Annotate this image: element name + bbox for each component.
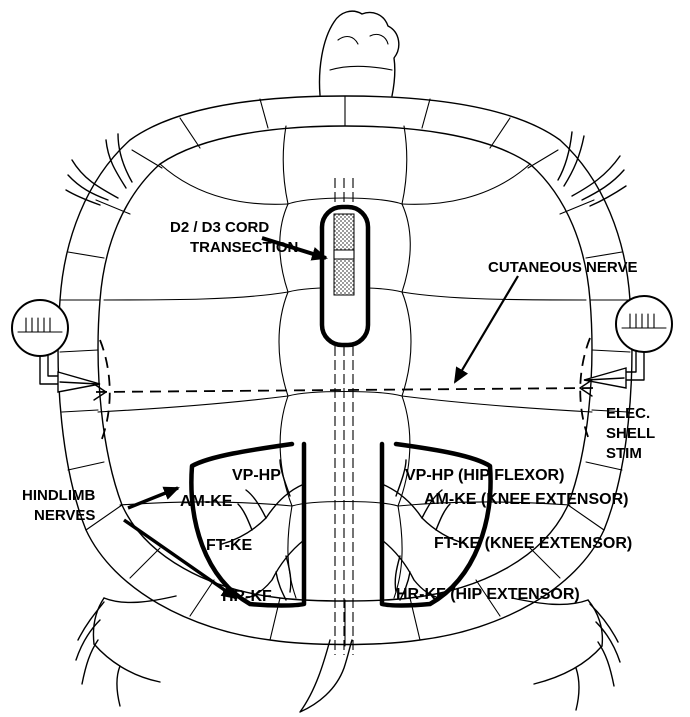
right-nerve-ft-ke: FT-KE (KNEE EXTENSOR) [434,535,632,552]
left-hindlimb [76,596,176,706]
shell-stim-label-line1: ELEC. [606,405,650,422]
hindlimb-nerves-label-line2: NERVES [34,507,95,524]
turtle-head [320,11,399,96]
right-forelimb [558,132,626,206]
transection-label: D2 / D3 CORD TRANSECTION [170,219,298,256]
left-nerve-labels: VP-HP AM-KE FT-KE HR-KF [180,467,281,605]
shell-stim-label: ELEC. SHELL STIM [606,405,655,462]
hindlimb-nerves-label: HINDLIMB NERVES [22,487,95,524]
shell-stim-label-line3: STIM [606,445,642,462]
shell-stim-label-line2: SHELL [606,425,655,442]
turtle-tail [300,640,352,712]
transection-window [322,207,368,345]
transection-label-line2: TRANSECTION [190,239,298,256]
carapace [58,96,632,646]
left-nerve-hr-kf: HR-KF [222,588,272,605]
left-nerve-vp-hp: VP-HP [232,467,281,484]
left-forelimb [66,134,132,205]
right-nerve-hr-kf: HR-KF (HIP EXTENSOR) [396,586,580,603]
hindlimb-nerves-label-line1: HINDLIMB [22,487,95,504]
right-stimulator [584,296,672,388]
left-nerve-am-ke: AM-KE [180,493,233,510]
right-nerve-vp-hp: VP-HP (HIP FLEXOR) [405,467,564,484]
left-nerve-ft-ke: FT-KE [206,537,253,554]
right-nerve-labels: VP-HP (HIP FLEXOR) AM-KE (KNEE EXTENSOR)… [396,467,632,603]
right-nerve-am-ke: AM-KE (KNEE EXTENSOR) [424,491,628,508]
cutaneous-nerve-label: CUTANEOUS NERVE [488,259,637,276]
right-hindlimb [512,598,620,710]
transection-label-line1: D2 / D3 CORD [170,219,269,236]
left-stimulator [12,300,100,392]
